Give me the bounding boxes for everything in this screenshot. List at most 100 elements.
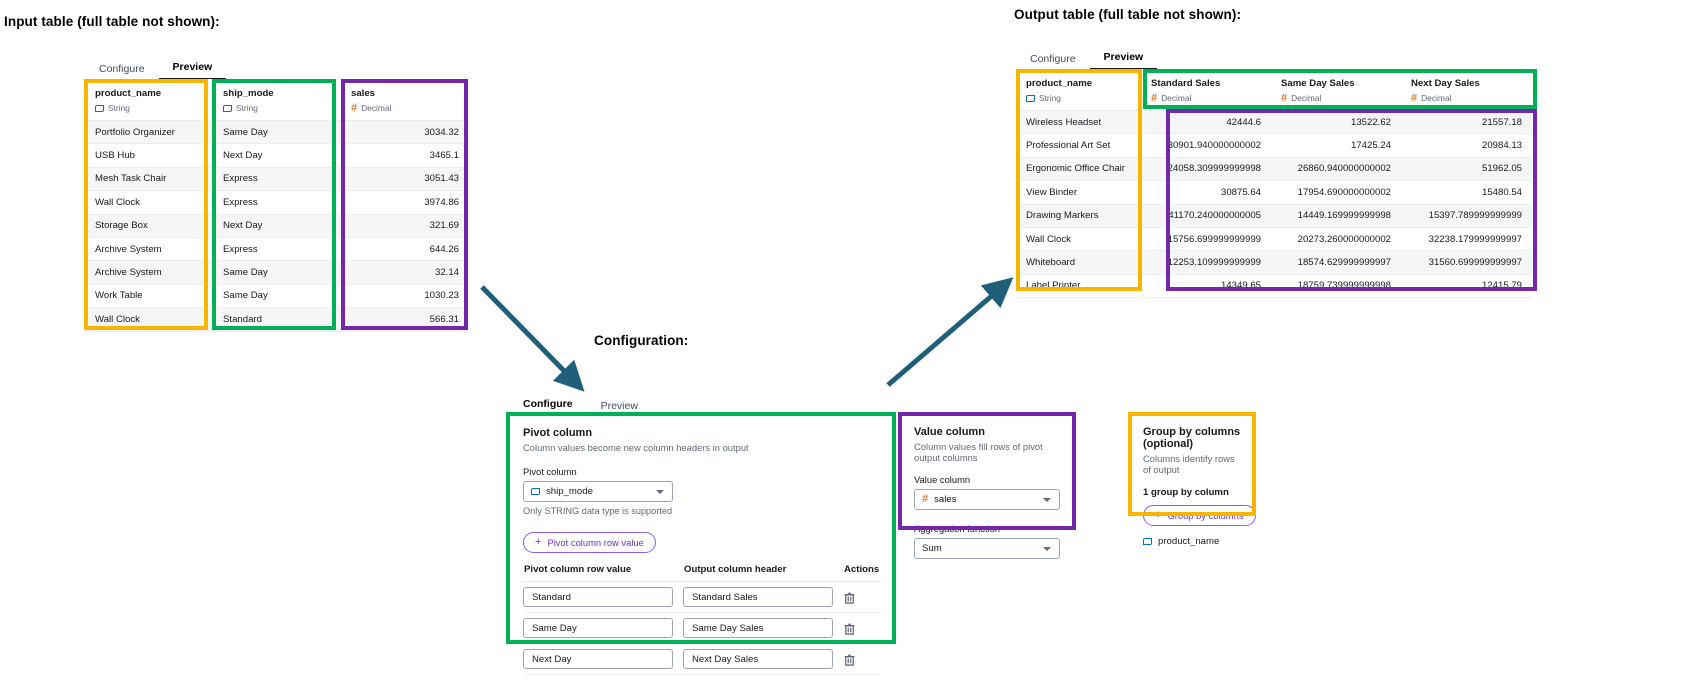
string-icon <box>95 104 104 112</box>
pivot-row-value-input-2[interactable]: Next Day <box>523 649 673 669</box>
table-cell: 3034.32 <box>341 121 469 145</box>
arrow-config-to-output <box>886 277 1014 387</box>
pivot-row-value-table: Pivot column row value Output column hea… <box>523 563 881 675</box>
output-column-header-next-day-sales: Next Day Sales # Decimal <box>1401 69 1532 111</box>
table-cell: 1030.23 <box>341 284 469 309</box>
output-column-header-product-name: product_name String <box>1016 69 1141 111</box>
output-column-product-name: product_name String Wireless Headset Pro… <box>1016 69 1141 299</box>
value-column-card: Value column Column values fill rows of … <box>901 415 1075 559</box>
table-cell: Storage Box <box>85 214 213 238</box>
value-column-field-label: Value column <box>914 474 971 485</box>
input-panel-tabs[interactable]: Configure Preview <box>85 55 385 81</box>
table-cell: USB Hub <box>85 144 213 168</box>
table-cell: Label Printer <box>1016 274 1141 299</box>
table-cell: Express <box>213 237 341 262</box>
pivot-row-value-input-1[interactable]: Same Day <box>523 618 673 638</box>
table-cell: 21557.18 <box>1401 111 1532 135</box>
output-header-input-2[interactable]: Next Day Sales <box>683 649 833 669</box>
table-row: Same Day Same Day Sales <box>523 612 881 644</box>
table-cell: 14349.65 <box>1141 274 1271 299</box>
input-column-header-product-name: product_name String <box>85 79 213 121</box>
table-cell: 17954.690000000002 <box>1271 181 1401 205</box>
table-cell: Wireless Headset <box>1016 111 1141 135</box>
aggregation-function-value: Sum <box>922 543 942 554</box>
pivot-column-hint: Only STRING data type is supported <box>523 506 673 516</box>
table-cell: 14449.169999999998 <box>1271 204 1401 228</box>
add-group-by-label: Group by columns <box>1167 510 1244 521</box>
table-cell: 15480.54 <box>1401 181 1532 205</box>
pivot-column-select-value: ship_mode <box>546 486 593 497</box>
value-column-select[interactable]: # sales <box>914 489 1060 510</box>
trash-icon[interactable] <box>843 622 856 635</box>
table-cell: Same Day <box>213 121 341 145</box>
group-by-description: Columns identify rows of output <box>1143 453 1235 475</box>
trash-icon[interactable] <box>843 591 856 604</box>
output-header-input-1[interactable]: Same Day Sales <box>683 618 833 638</box>
table-cell: 321.69 <box>341 214 469 238</box>
output-tab-configure[interactable]: Configure <box>1030 53 1076 65</box>
table-cell: Wall Clock <box>85 308 213 332</box>
pivot-column-description: Column values become new column headers … <box>523 442 749 453</box>
group-by-title: Group by columns (optional) <box>1143 426 1241 450</box>
table-cell: Archive System <box>85 261 213 285</box>
input-tab-preview[interactable]: Preview <box>158 55 227 80</box>
input-tab-configure[interactable]: Configure <box>99 63 145 75</box>
table-cell: 13522.62 <box>1271 111 1401 135</box>
aggregation-function-select[interactable]: Sum <box>914 538 1060 559</box>
table-cell: Drawing Markers <box>1016 204 1141 228</box>
table-cell: 3974.86 <box>341 191 469 215</box>
table-cell: Wall Clock <box>85 191 213 215</box>
table-cell: Express <box>213 191 341 215</box>
input-table: product_name String Portfolio Organizer … <box>85 79 469 332</box>
table-cell: Same Day <box>213 261 341 285</box>
output-column-same-day-sales: Same Day Sales # Decimal 13522.62 17425.… <box>1271 69 1401 299</box>
value-column-select-value: sales <box>934 494 957 505</box>
table-cell: 30901.940000000002 <box>1141 134 1271 158</box>
group-by-item-label: product_name <box>1158 536 1220 547</box>
string-icon <box>223 104 232 112</box>
aggregation-function-label: Aggregation function <box>914 523 1001 534</box>
table-cell: 18574.629999999997 <box>1271 251 1401 275</box>
table-row: Standard Standard Sales <box>523 581 881 613</box>
table-cell: Archive System <box>85 237 213 262</box>
table-cell: Professional Art Set <box>1016 134 1141 158</box>
table-cell: Mesh Task Chair <box>85 167 213 192</box>
output-column-header-same-day-sales: Same Day Sales # Decimal <box>1271 69 1401 111</box>
chevron-down-icon <box>1043 497 1051 502</box>
table-cell: Portfolio Organizer <box>85 121 213 145</box>
output-panel-tabs[interactable]: Configure Preview <box>1016 45 1316 71</box>
add-pivot-row-value-label: Pivot column row value <box>547 537 644 548</box>
trash-icon[interactable] <box>843 653 856 666</box>
pivot-column-title: Pivot column <box>523 427 593 439</box>
table-cell: View Binder <box>1016 181 1141 205</box>
output-tab-preview[interactable]: Preview <box>1089 45 1158 70</box>
output-table: product_name String Wireless Headset Pro… <box>1016 69 1532 299</box>
output-header-input-0[interactable]: Standard Sales <box>683 587 833 607</box>
chevron-down-icon <box>1043 546 1051 551</box>
table-cell: Next Day <box>213 214 341 238</box>
plus-icon: + <box>1155 509 1162 521</box>
table-cell: 41170.240000000005 <box>1141 204 1271 228</box>
config-tab-preview[interactable]: Preview <box>600 400 638 412</box>
decimal-icon: # <box>1411 91 1418 104</box>
configuration-title: Configuration: <box>594 333 689 348</box>
table-cell: 12253.109999999999 <box>1141 251 1271 275</box>
table-cell: 644.26 <box>341 237 469 262</box>
group-by-count: 1 group by column <box>1143 487 1229 498</box>
config-tab-configure[interactable]: Configure <box>509 392 587 417</box>
group-by-item-product-name: product_name <box>1143 536 1242 547</box>
string-icon <box>1026 94 1035 102</box>
output-column-next-day-sales: Next Day Sales # Decimal 21557.18 20984.… <box>1401 69 1532 299</box>
add-pivot-column-row-value-button[interactable]: + Pivot column row value <box>523 532 656 553</box>
pivot-column-field-label: Pivot column <box>523 466 577 477</box>
input-column-header-sales: sales # Decimal <box>341 79 469 121</box>
table-cell: Work Table <box>85 284 213 309</box>
string-icon <box>531 488 540 495</box>
chevron-down-icon <box>656 489 664 494</box>
pivot-row-value-input-0[interactable]: Standard <box>523 587 673 607</box>
pivot-column-select[interactable]: ship_mode <box>523 481 673 502</box>
pivot-table-header-row-value: Pivot column row value <box>523 563 683 582</box>
add-group-by-columns-button[interactable]: + Group by columns <box>1143 505 1256 526</box>
group-by-columns-card: Group by columns (optional) Columns iden… <box>1131 415 1256 547</box>
input-table-title: Input table (full table not shown): <box>4 14 220 29</box>
